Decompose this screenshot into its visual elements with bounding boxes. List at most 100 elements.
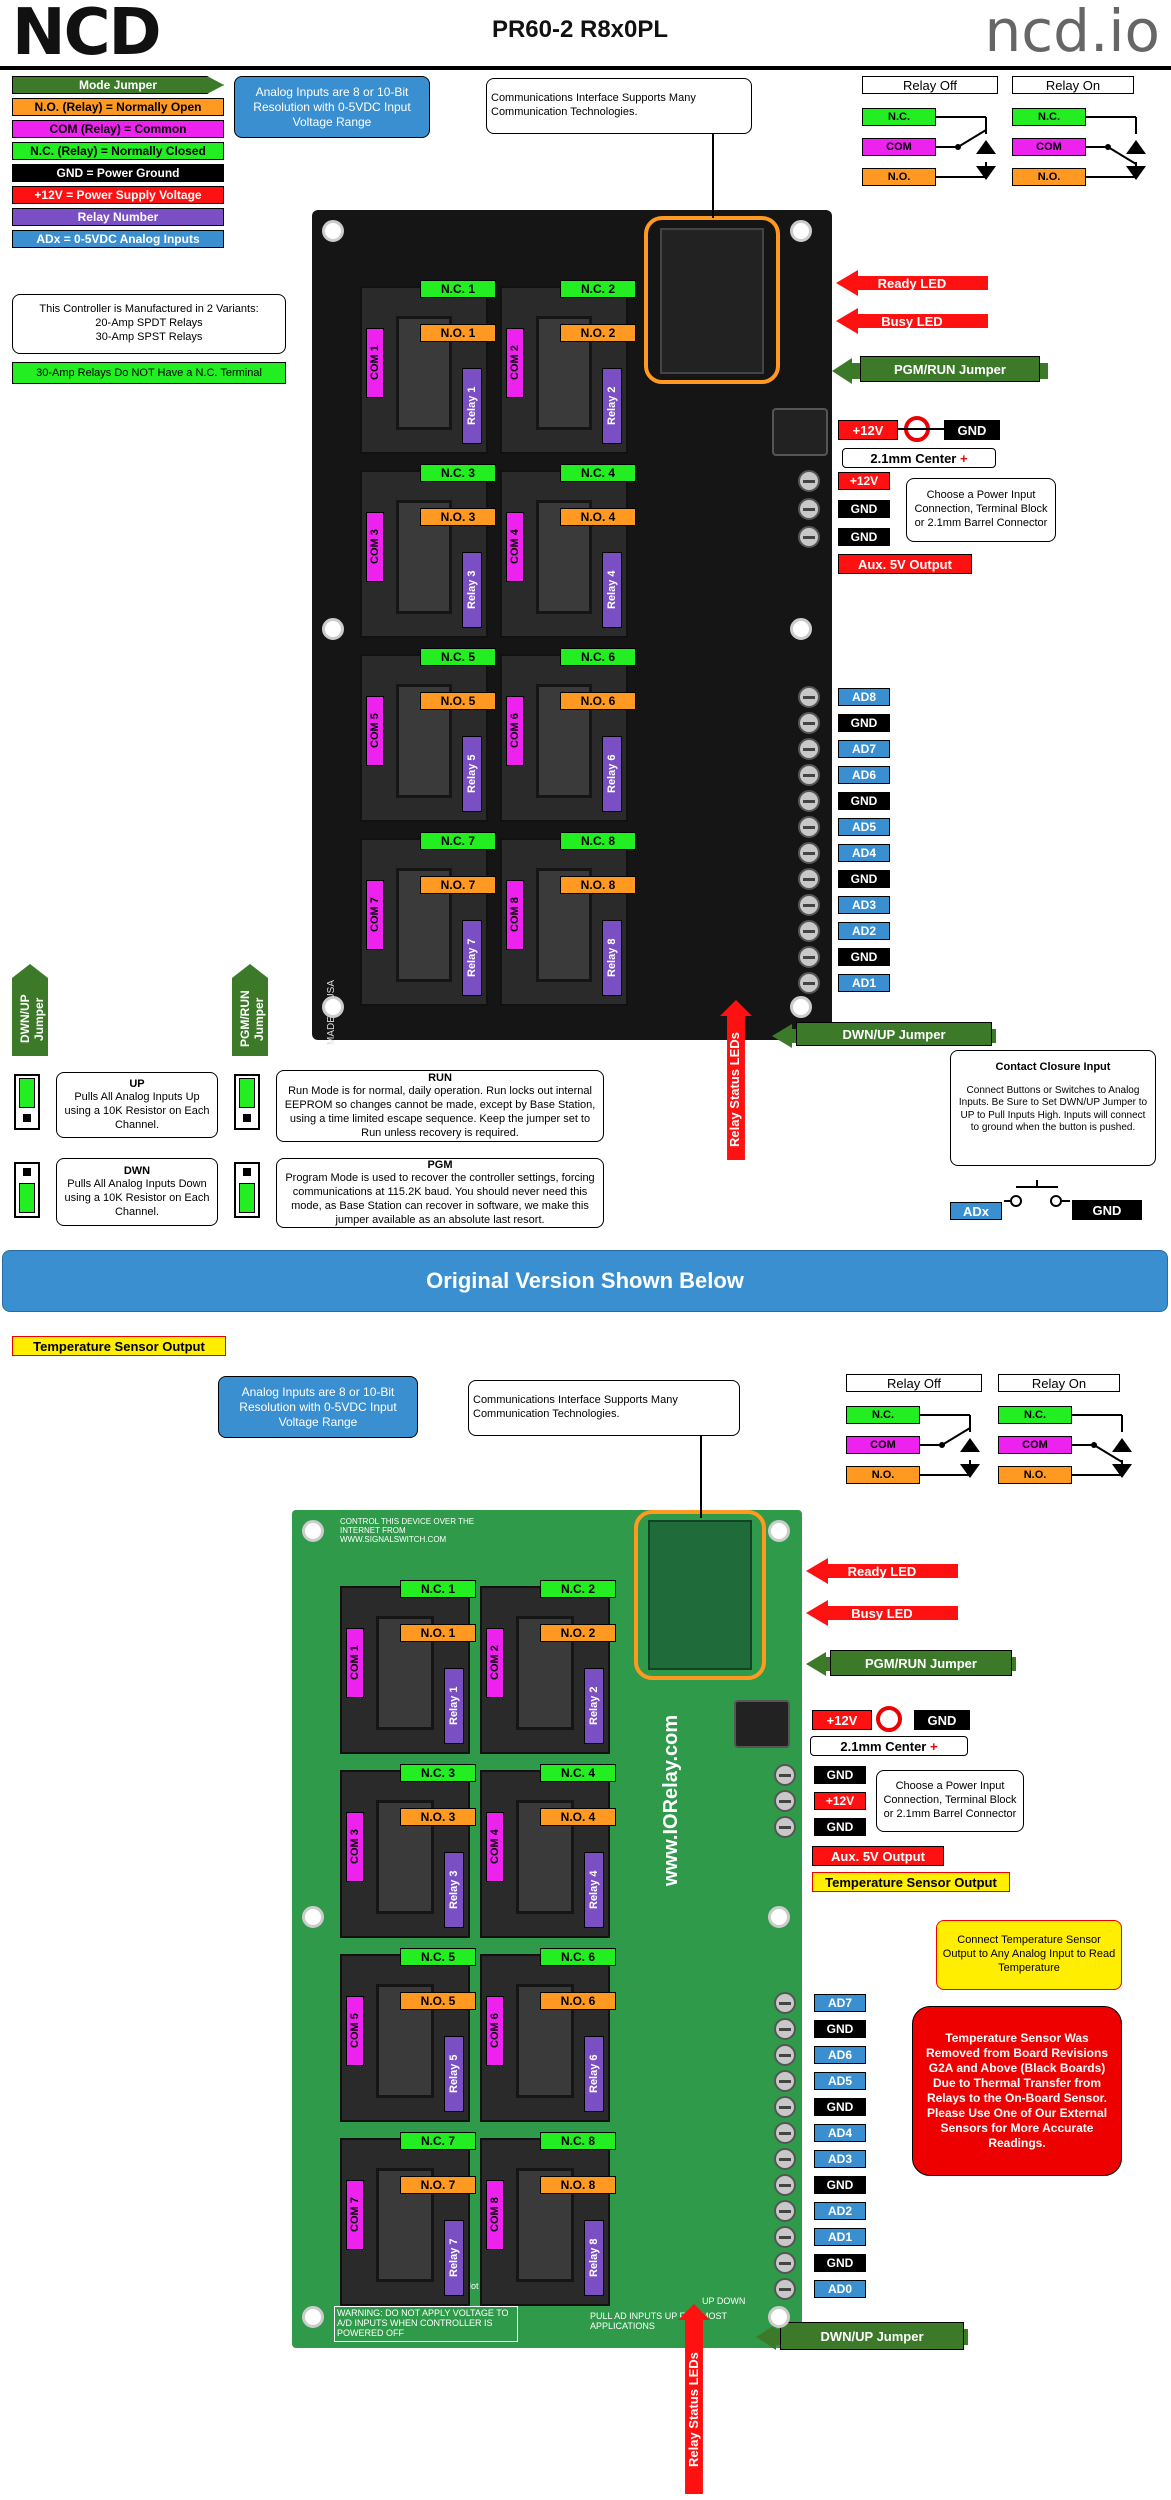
terminal-screw xyxy=(798,972,820,994)
terminal-label: AD6 xyxy=(814,2046,866,2064)
terminal-screw xyxy=(774,2096,796,2118)
mount-hole xyxy=(302,2306,324,2328)
legend-item: COM (Relay) = Common xyxy=(12,120,224,138)
terminal-label: AD1 xyxy=(838,974,890,992)
top-relay-number: Relay 1 xyxy=(462,368,482,444)
bot-nc-label: N.C. 1 xyxy=(400,1580,476,1598)
terminal-screw xyxy=(774,2174,796,2196)
bot-com-label: COM 6 xyxy=(486,1996,504,2066)
bot-nc-label: N.C. 7 xyxy=(400,2132,476,2150)
terminal-screw xyxy=(798,868,820,890)
jumper-pgm-icon xyxy=(234,1162,260,1218)
legend-item: Mode Jumper xyxy=(12,76,224,94)
bot-relay-number: Relay 1 xyxy=(444,1668,464,1744)
top-nc-label: N.C. 3 xyxy=(420,464,496,482)
terminal-screw xyxy=(774,2200,796,2222)
power-note-2: Choose a Power Input Connection, Termina… xyxy=(876,1770,1024,1832)
barrel-jack xyxy=(772,408,828,456)
comm-module-2 xyxy=(648,1520,752,1670)
power-terminal-label: +12V xyxy=(814,1792,866,1810)
analog-note: Analog Inputs are 8 or 10-Bit Resolution… xyxy=(234,76,430,138)
mount-hole xyxy=(322,220,344,242)
legend-item: GND = Power Ground xyxy=(12,164,224,182)
top-com-label: COM 4 xyxy=(506,512,524,582)
top-relay-number: Relay 4 xyxy=(602,552,622,628)
top-nc-label: N.C. 7 xyxy=(420,832,496,850)
bot-com-label: COM 5 xyxy=(346,1996,364,2066)
power-terminal-screw xyxy=(774,1790,796,1812)
top-no-label: N.O. 3 xyxy=(420,508,496,526)
terminal-label: GND xyxy=(814,2020,866,2038)
bot-no-label: N.O. 1 xyxy=(400,1624,476,1642)
top-relay-number: Relay 2 xyxy=(602,368,622,444)
terminal-screw xyxy=(774,2122,796,2144)
bot-relay-number: Relay 7 xyxy=(444,2220,464,2296)
contact-switch-symbol xyxy=(1004,1180,1070,1214)
bot-relay-number: Relay 2 xyxy=(584,1668,604,1744)
bot-nc-label: N.C. 3 xyxy=(400,1764,476,1782)
relay-on-2-com: COM xyxy=(998,1436,1072,1454)
terminal-screw xyxy=(774,2070,796,2092)
relay-off-2-nc: N.C. xyxy=(846,1406,920,1424)
mount-hole xyxy=(322,996,344,1018)
terminal-screw xyxy=(798,842,820,864)
bot-relay-number: Relay 6 xyxy=(584,2036,604,2112)
terminal-screw xyxy=(774,2044,796,2066)
legend-item: +12V = Power Supply Voltage xyxy=(12,186,224,204)
header-rule xyxy=(0,66,1171,70)
terminal-screw xyxy=(798,764,820,786)
ncd-io-logo: ncd.io xyxy=(984,0,1160,65)
power-terminal-screw xyxy=(798,470,820,492)
relay-off-2-switch-diagram xyxy=(920,1414,980,1478)
terminal-label: AD3 xyxy=(838,896,890,914)
power-terminal-label: GND xyxy=(838,528,890,546)
terminal-label: AD6 xyxy=(838,766,890,784)
relay-on-2-nc: N.C. xyxy=(998,1406,1072,1424)
top-com-label: COM 7 xyxy=(366,880,384,950)
legend-item: ADx = 0-5VDC Analog Inputs xyxy=(12,230,224,248)
terminal-label: GND xyxy=(838,948,890,966)
board-warning: WARNING: DO NOT APPLY VOLTAGE TO A/D INP… xyxy=(334,2306,518,2342)
comm-note-leader xyxy=(712,134,714,218)
terminal-screw xyxy=(798,946,820,968)
top-no-label: N.O. 7 xyxy=(420,876,496,894)
relay-on-com: COM xyxy=(1012,138,1086,156)
temp-warning: Temperature Sensor Was Removed from Boar… xyxy=(912,2006,1122,2176)
status-led-label: Relay Status LEDs xyxy=(727,1032,742,1148)
terminal-screw xyxy=(798,712,820,734)
relay-on-header: Relay On xyxy=(1012,76,1134,94)
comm-note-2: Communications Interface Supports Many C… xyxy=(468,1380,740,1436)
terminal-screw xyxy=(774,2018,796,2040)
contact-gnd-label: GND xyxy=(1072,1200,1142,1220)
bot-relay-number: Relay 5 xyxy=(444,2036,464,2112)
dwn-up-jumper-tag xyxy=(12,964,48,1056)
legend-item: N.O. (Relay) = Normally Open xyxy=(12,98,224,116)
mount-hole xyxy=(790,618,812,640)
top-relay-number: Relay 3 xyxy=(462,552,482,628)
terminal-label: AD1 xyxy=(814,2228,866,2246)
mount-hole xyxy=(302,1906,324,1928)
banner-text: Original Version Shown Below xyxy=(426,1268,744,1293)
ready-led-callout-2: Ready LED xyxy=(806,1558,958,1584)
mount-hole xyxy=(790,220,812,242)
terminal-label: GND xyxy=(838,714,890,732)
board-ctrl: CONTROL THIS DEVICE OVER THE INTERNET FR… xyxy=(340,1517,475,1544)
relay-on-2-switch-diagram xyxy=(1072,1414,1132,1478)
barrel-jack xyxy=(734,1700,790,1748)
board-pull: PULL AD INPUTS UP FOR MOST APPLICATIONS xyxy=(590,2311,727,2331)
terminal-label: AD7 xyxy=(838,740,890,758)
bot-com-label: COM 4 xyxy=(486,1812,504,1882)
jumper-up-icon xyxy=(14,1074,40,1130)
relay-on-2-no: N.O. xyxy=(998,1466,1072,1484)
terminal-label: AD5 xyxy=(838,818,890,836)
comm-note: Communications Interface Supports Many C… xyxy=(486,78,752,134)
relay-off-header: Relay Off xyxy=(862,76,998,94)
terminal-screw xyxy=(774,1992,796,2014)
power-terminal-screw xyxy=(798,526,820,548)
terminal-screw xyxy=(798,790,820,812)
top-relay-number: Relay 6 xyxy=(602,736,622,812)
ready-led-callout: Ready LED xyxy=(836,270,988,296)
aux5v-label: Aux. 5V Output xyxy=(838,554,972,574)
